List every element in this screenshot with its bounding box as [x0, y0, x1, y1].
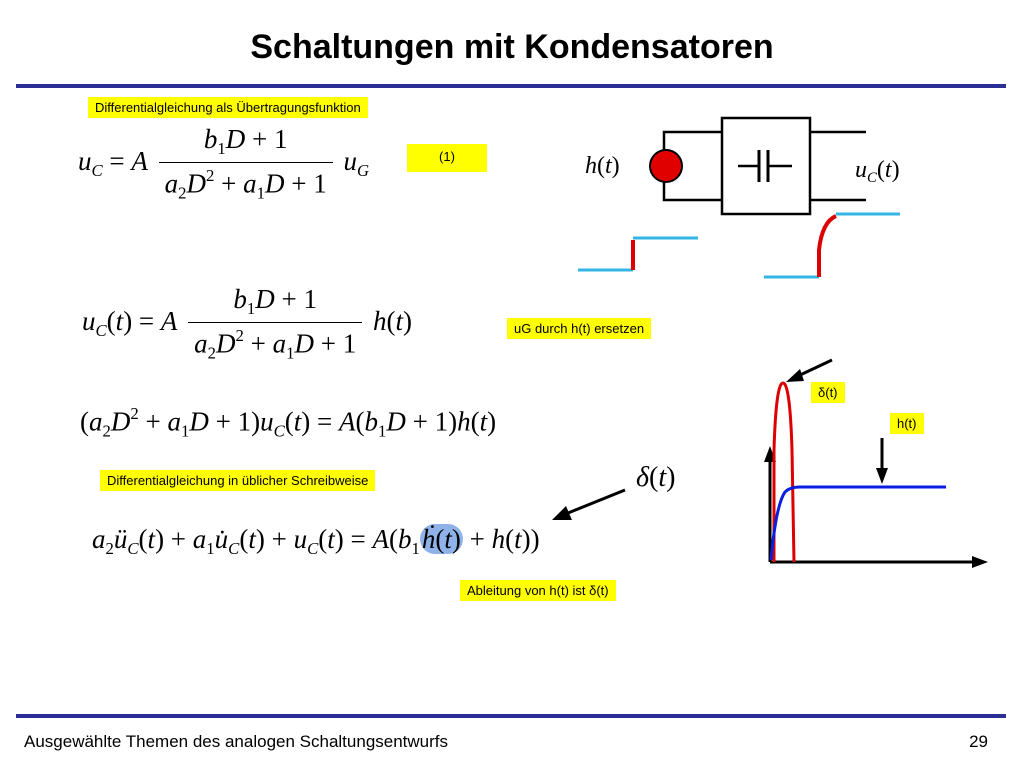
- title-divider: [16, 84, 1006, 88]
- delta-symbol: δ(t): [636, 462, 676, 493]
- note-usual-form: Differentialgleichung in üblicher Schrei…: [100, 470, 376, 491]
- equation-expanded: (a2D2 + a1D + 1)uC(t) = A(b1D + 1)h(t): [80, 404, 497, 441]
- label-step: h(t): [890, 413, 924, 434]
- label-delta: δ(t): [811, 382, 845, 403]
- equation-differential: a2üC(t) + a1u̇C(t) + uC(t) = A(b1ḣ(t) + …: [92, 524, 540, 558]
- note-transfer-function: Differentialgleichung als Übertragungsfu…: [88, 97, 368, 118]
- note-replace-ug: uG durch h(t) ersetzen: [507, 318, 652, 339]
- output-label: uC(t): [855, 157, 900, 187]
- slide-title: Schaltungen mit Kondensatoren: [250, 28, 774, 66]
- input-label: h(t): [585, 153, 620, 179]
- footer-text: Ausgewählte Themen des analogen Schaltun…: [24, 732, 449, 751]
- note-derivative: Ableitung von h(t) ist δ(t): [460, 580, 616, 601]
- footer-divider: [16, 714, 1006, 718]
- equation-number: (1): [407, 144, 487, 172]
- page-number: 29: [969, 732, 988, 751]
